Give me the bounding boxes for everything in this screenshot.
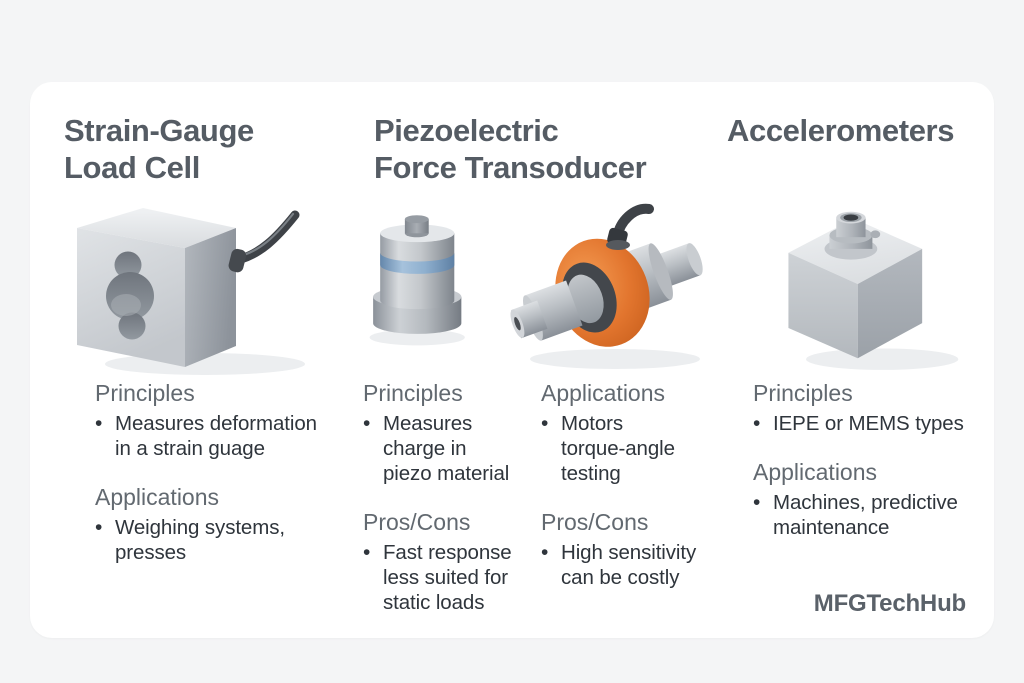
bullet-text: Motors torque-angle testing xyxy=(561,412,675,485)
section-torque-pros-cons: Pros/Cons • High sensitivity can be cost… xyxy=(541,508,726,590)
section-heading: Principles xyxy=(363,380,463,406)
section-torque-applications: Applications • Motors torque-angle testi… xyxy=(541,379,726,486)
section-piezo-pros-cons: Pros/Cons • Fast response less suited fo… xyxy=(363,508,538,615)
bullet-text: Measures deformation in a strain guage xyxy=(115,412,317,460)
section-piezo-principles: Principles • Measures charge in piezo ma… xyxy=(363,379,538,486)
bullet-text: Weighing systems, presses xyxy=(115,516,285,564)
brand-logo-text: MFGTechHub xyxy=(813,590,966,617)
torque-sensor-illustration xyxy=(510,203,703,369)
section-heading: Applications xyxy=(753,459,878,485)
bullet-marker: • xyxy=(753,412,761,435)
section-heading: Applications xyxy=(541,380,666,406)
bullet-item: • Measures deformation in a strain guage xyxy=(95,411,345,461)
bullet-text: Measures charge in piezo material xyxy=(383,412,510,485)
column-title-piezoelectric-force-transducer: Piezoelectric Force Transoducer xyxy=(374,113,647,185)
bullet-item: • Weighing systems, presses xyxy=(95,515,345,565)
section-heading: Principles xyxy=(95,380,195,406)
section-heading: Applications xyxy=(95,484,220,510)
accelerometer-illustration xyxy=(788,211,959,370)
bullet-item: • High sensitivity can be costly xyxy=(541,540,726,590)
piezo-cylinder-illustration xyxy=(369,215,465,346)
section-heading: Pros/Cons xyxy=(363,509,471,535)
column-title-accelerometers: Accelerometers xyxy=(727,113,955,148)
bullet-item: • Fast response less suited for static l… xyxy=(363,540,538,615)
column-title-strain-gauge-load-cell: Strain-Gauge Load Cell xyxy=(64,113,254,185)
bullet-item: • IEPE or MEMS types xyxy=(753,411,998,436)
bullet-text: High sensitivity can be costly xyxy=(561,541,697,589)
bullet-marker: • xyxy=(541,412,549,435)
bullet-text: Fast response less suited for static loa… xyxy=(383,541,512,614)
section-heading: Principles xyxy=(753,380,853,406)
bullet-marker: • xyxy=(363,412,371,435)
bullet-marker: • xyxy=(541,541,549,564)
strain-gauge-load-cell-illustration xyxy=(77,208,305,375)
bullet-item: • Machines, predictive maintenance xyxy=(753,490,998,540)
section-heading: Pros/Cons xyxy=(541,509,649,535)
bullet-text: IEPE or MEMS types xyxy=(773,412,964,435)
section-load-cell-principles: Principles • Measures deformation in a s… xyxy=(95,379,345,461)
bullet-text: Machines, predictive maintenance xyxy=(773,491,958,539)
section-accelerometer-principles: Principles • IEPE or MEMS types xyxy=(753,379,998,436)
bullet-marker: • xyxy=(363,541,371,564)
bullet-marker: • xyxy=(753,491,761,514)
bullet-item: • Measures charge in piezo material xyxy=(363,411,538,486)
bullet-marker: • xyxy=(95,516,103,539)
bullet-item: • Motors torque-angle testing xyxy=(541,411,726,486)
infographic-card: Strain-Gauge Load Cell Piezoelectric For… xyxy=(30,82,994,638)
bullet-marker: • xyxy=(95,412,103,435)
section-load-cell-applications: Applications • Weighing systems, presses xyxy=(95,483,345,565)
section-accelerometer-applications: Applications • Machines, predictive main… xyxy=(753,458,998,540)
